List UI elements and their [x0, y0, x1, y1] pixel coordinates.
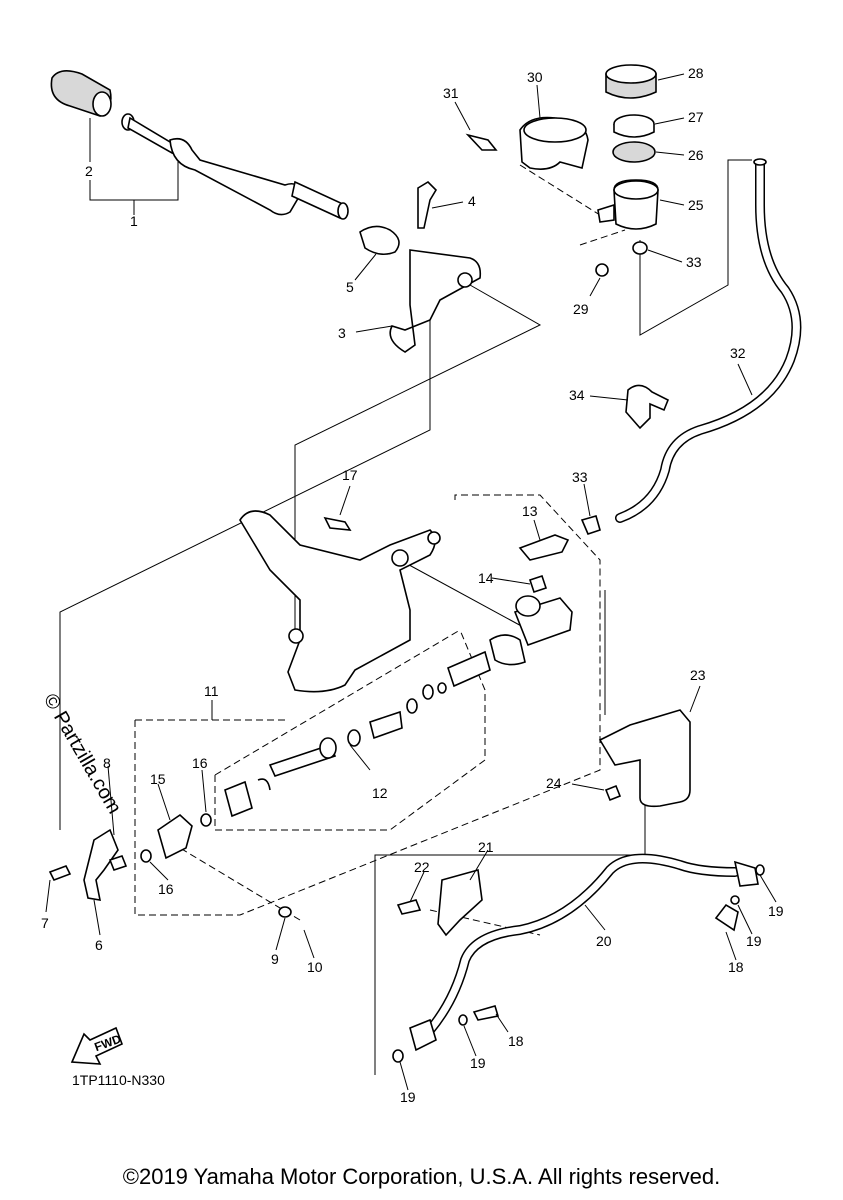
callout-19: 19	[400, 1089, 416, 1105]
hose-bracket	[598, 709, 691, 808]
copyright-notice: ©2019 Yamaha Motor Corporation, U.S.A. A…	[122, 1164, 721, 1189]
callout-20: 20	[596, 933, 612, 949]
callout-18: 18	[508, 1033, 524, 1049]
callout-3: 3	[338, 325, 346, 341]
callout-24: 24	[546, 775, 562, 791]
callout-33: 33	[572, 469, 588, 485]
callout-21: 21	[478, 839, 494, 855]
callout-25: 25	[688, 197, 704, 213]
callout-34: 34	[569, 387, 585, 403]
callout-29: 29	[573, 301, 589, 317]
linkage-parts	[48, 813, 292, 918]
callout-18: 18	[728, 959, 744, 975]
fwd-arrow-icon	[70, 1026, 124, 1065]
leader-lines	[45, 73, 777, 1091]
bracket-and-cylinder	[239, 510, 573, 693]
callout-17: 17	[342, 467, 358, 483]
callout-13: 13	[522, 503, 538, 519]
callout-16: 16	[192, 755, 208, 771]
shift-pedal-group	[50, 70, 482, 353]
callout-14: 14	[478, 570, 494, 586]
reservoir-hose	[580, 158, 802, 535]
piston-kit	[224, 682, 447, 818]
callout-26: 26	[688, 147, 704, 163]
callout-8: 8	[103, 755, 111, 771]
callout-numbers: 1 2 3 4 5 6 7 8 9 10 11 12 13 14 15 16 1…	[41, 65, 784, 1105]
callout-4: 4	[468, 193, 476, 209]
callout-22: 22	[414, 859, 430, 875]
callout-30: 30	[527, 69, 543, 85]
callout-23: 23	[690, 667, 706, 683]
diagram-code: 1TP1110-N330	[72, 1072, 165, 1088]
callout-11: 11	[204, 683, 219, 699]
callout-6: 6	[95, 937, 103, 953]
callout-7: 7	[41, 915, 49, 931]
callout-19: 19	[470, 1055, 486, 1071]
callout-33: 33	[686, 254, 702, 270]
lower-hose	[392, 853, 765, 1063]
callout-15: 15	[150, 771, 166, 787]
callout-32: 32	[730, 345, 746, 361]
callout-27: 27	[688, 109, 704, 125]
callout-5: 5	[346, 279, 354, 295]
callout-1: 1	[130, 213, 138, 229]
callout-16: 16	[158, 881, 174, 897]
callout-28: 28	[688, 65, 704, 81]
callout-2: 2	[85, 163, 93, 179]
callout-19: 19	[768, 903, 784, 919]
callout-12: 12	[372, 785, 388, 801]
reservoir-group	[465, 64, 659, 277]
callout-9: 9	[271, 951, 279, 967]
callout-10: 10	[307, 959, 323, 975]
callout-31: 31	[443, 85, 459, 101]
callout-19: 19	[746, 933, 762, 949]
